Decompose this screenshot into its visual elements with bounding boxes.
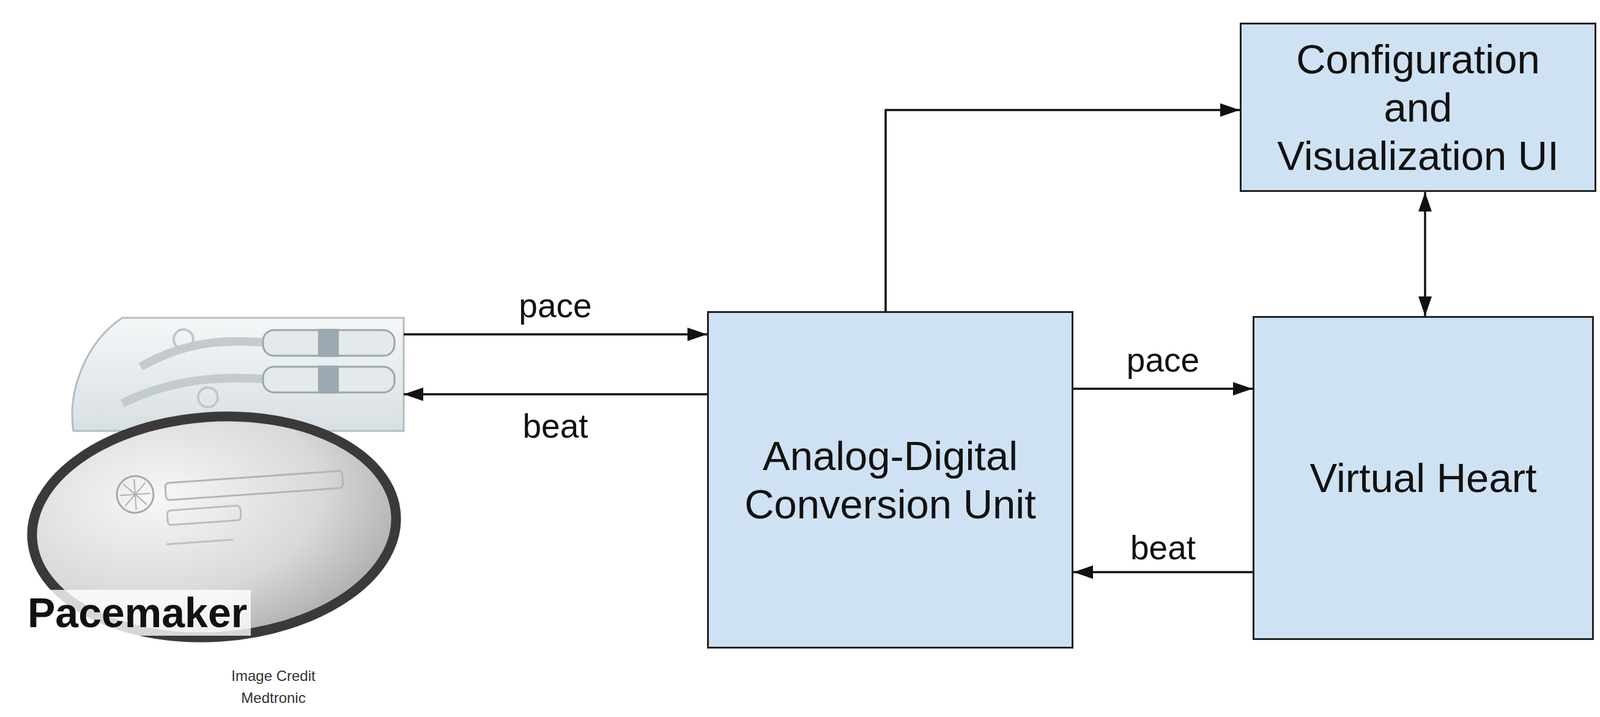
signal-arrow (1073, 387, 1253, 391)
header-screw (173, 329, 194, 350)
signal-arrow (1073, 571, 1253, 574)
signal-arrow (403, 333, 708, 336)
signal-arrow (885, 110, 1240, 312)
process-box: Analog-Digital Conversion Unit (707, 311, 1074, 649)
port-ring (318, 329, 339, 358)
device-node: Pacemaker (21, 314, 404, 640)
header-tube (122, 377, 263, 404)
engraving (166, 540, 234, 545)
engraved-logo (115, 475, 155, 515)
box-label: Analog-Digital Conversion Unit (731, 431, 1050, 529)
engraving (165, 470, 344, 501)
engraved-logo (118, 478, 152, 511)
signal-arrow (403, 393, 708, 396)
engraving (166, 505, 241, 526)
box-label: Configuration and Visualization UI (1265, 34, 1572, 180)
signal-label: pace (516, 287, 594, 325)
image-credit: Image Credit Medtronic (224, 665, 323, 710)
signal-arrow (1423, 192, 1427, 317)
box-label: Virtual Heart (1309, 453, 1537, 503)
signal-label: beat (519, 407, 591, 446)
header-tube (140, 341, 263, 367)
device-label: Pacemaker (23, 590, 251, 637)
process-box: Virtual Heart (1252, 316, 1594, 641)
port-ring (318, 365, 339, 394)
signal-label: beat (1127, 529, 1199, 567)
signal-label: pace (1124, 341, 1202, 380)
header-screw (198, 387, 218, 408)
process-box: Configuration and Visualization UI (1239, 22, 1597, 193)
